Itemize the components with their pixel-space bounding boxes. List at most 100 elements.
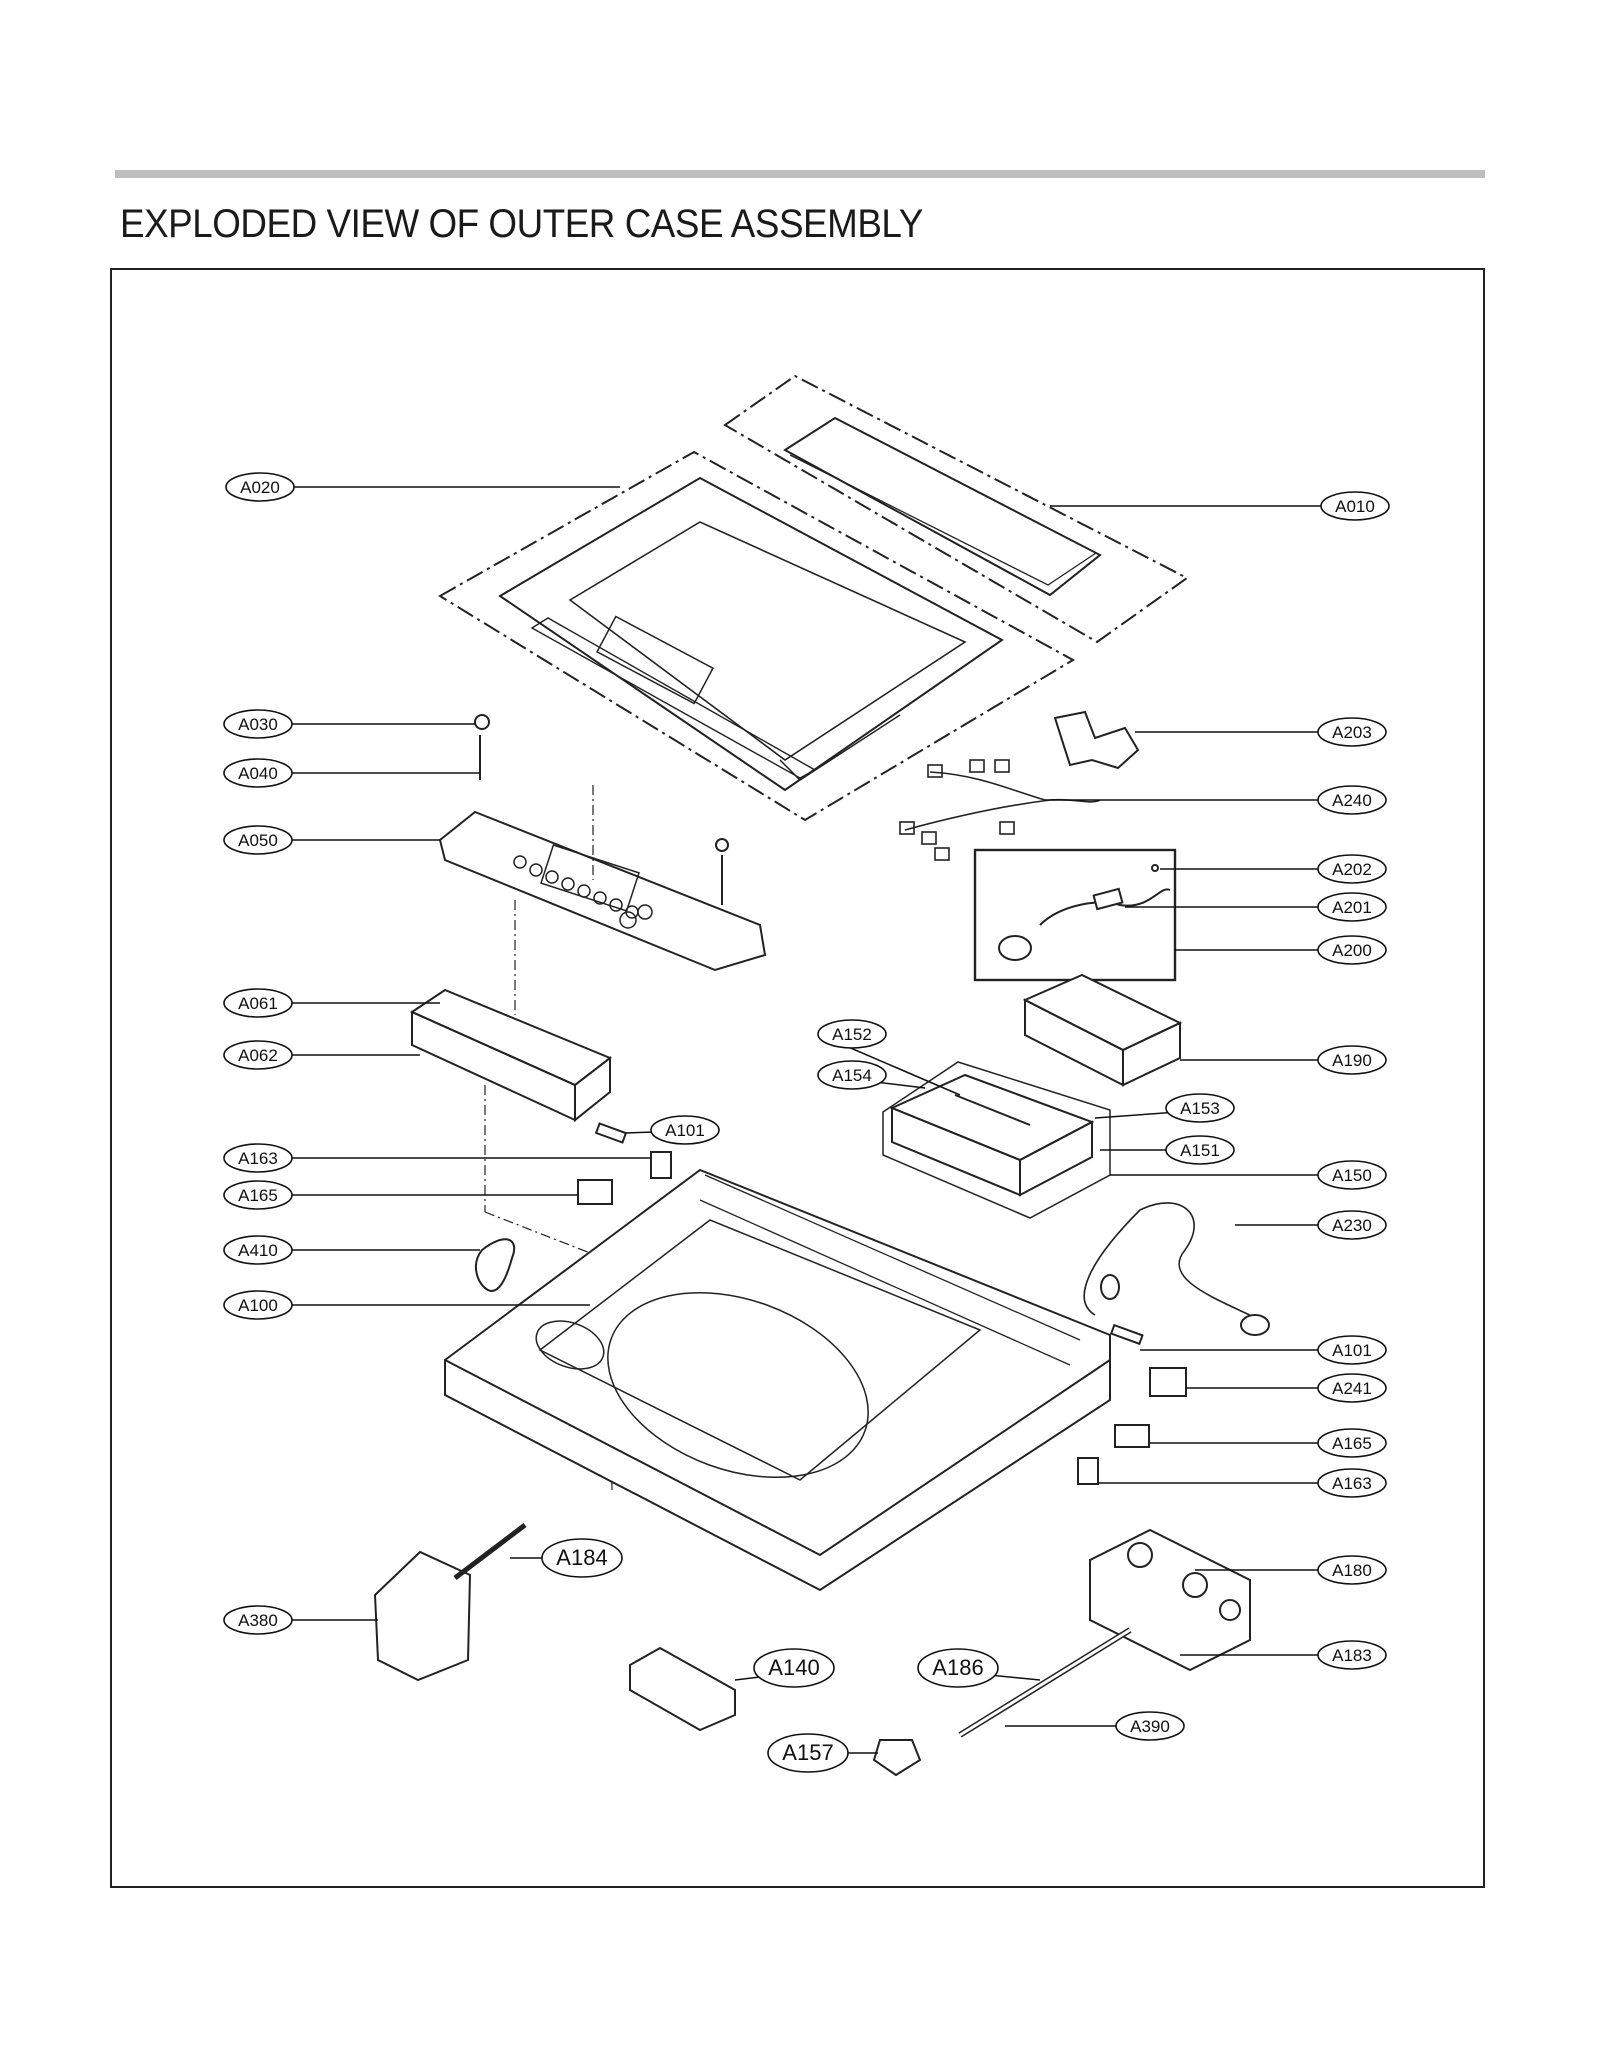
callout-label: A150 (1332, 1166, 1372, 1185)
page-title: EXPLODED VIEW OF OUTER CASE ASSEMBLY (120, 202, 923, 246)
callout-a101a: A101 (650, 1115, 720, 1145)
callout-a410: A410 (223, 1235, 293, 1265)
callout-a101b: A101 (1317, 1335, 1387, 1365)
callout-label: A163 (1332, 1474, 1372, 1493)
callout-label: A101 (665, 1121, 705, 1140)
callout-label: A190 (1332, 1051, 1372, 1070)
callout-label: A380 (238, 1611, 278, 1630)
callout-label: A410 (238, 1241, 278, 1260)
callout-oval (223, 1040, 293, 1070)
callout-oval (650, 1115, 720, 1145)
clip-drawing (1053, 710, 1140, 770)
callout-label: A183 (1332, 1646, 1372, 1665)
callout-oval (225, 472, 295, 502)
callout-a240: A240 (1317, 785, 1387, 815)
callout-oval (1317, 1335, 1387, 1365)
callout-a186: A186 (917, 1648, 999, 1688)
callout-a140: A140 (753, 1648, 835, 1688)
callout-oval (1317, 1160, 1387, 1190)
callout-a061: A061 (223, 988, 293, 1018)
callout-label: A101 (1332, 1341, 1372, 1360)
callout-a157: A157 (767, 1733, 849, 1773)
callout-label: A154 (832, 1066, 872, 1085)
callout-oval (1165, 1135, 1235, 1165)
callout-oval (1317, 1555, 1387, 1585)
callout-oval (1317, 785, 1387, 815)
callout-oval (223, 825, 293, 855)
callout-oval (1317, 1045, 1387, 1075)
callout-oval (1317, 1428, 1387, 1458)
callout-a202: A202 (1317, 854, 1387, 884)
callout-a230: A230 (1317, 1210, 1387, 1240)
callout-a184: A184 (541, 1538, 623, 1578)
callout-a100: A100 (223, 1290, 293, 1320)
callout-label: A157 (782, 1740, 833, 1765)
callout-a163a: A163 (223, 1143, 293, 1173)
callout-a183: A183 (1317, 1640, 1387, 1670)
callout-a151: A151 (1165, 1135, 1235, 1165)
callout-label: A030 (238, 715, 278, 734)
pressure-switch-box (973, 848, 1177, 982)
plug-drawing (1240, 1314, 1270, 1336)
callout-a153: A153 (1165, 1093, 1235, 1123)
tub-cover-drawing (444, 1168, 1111, 1592)
callout-oval (1165, 1093, 1235, 1123)
module-drawing (1149, 1367, 1187, 1397)
callout-oval (1317, 1373, 1387, 1403)
power-cord-drawing (1083, 1202, 1261, 1321)
dispenser-drawing (889, 1073, 1095, 1197)
callout-label: A151 (1180, 1141, 1220, 1160)
callout-label: A050 (238, 831, 278, 850)
callout-oval (1317, 1468, 1387, 1498)
callout-label: A010 (1335, 497, 1375, 516)
lid-assembly-drawing (438, 450, 1076, 822)
pump-cover-drawing (373, 1550, 472, 1682)
callout-oval (541, 1538, 623, 1578)
sensor-cover-drawing-right (1109, 1323, 1144, 1346)
housing-drawing (1022, 973, 1183, 1087)
callout-label: A140 (768, 1655, 819, 1680)
bushing-drawing (1100, 1274, 1120, 1300)
callout-oval (767, 1733, 849, 1773)
callout-a040: A040 (223, 758, 293, 788)
callout-oval (1317, 1210, 1387, 1240)
callout-a154: A154 (817, 1060, 887, 1090)
callout-label: A180 (1332, 1561, 1372, 1580)
callout-label: A240 (1332, 791, 1372, 810)
callout-a165b: A165 (1317, 1428, 1387, 1458)
tube-drawing (453, 1523, 527, 1580)
callout-oval (817, 1019, 887, 1049)
callout-label: A241 (1332, 1379, 1372, 1398)
pressure-switch-drawing (998, 864, 1171, 961)
header-rule (115, 170, 1485, 178)
callout-a190: A190 (1317, 1045, 1387, 1075)
callout-label: A165 (238, 1186, 278, 1205)
lock-drawing-right (1077, 1457, 1099, 1485)
callout-label: A100 (238, 1296, 278, 1315)
callout-label: A040 (238, 764, 278, 783)
switch-drawing-right (1114, 1424, 1150, 1448)
callout-label: A184 (556, 1545, 607, 1570)
callout-oval (917, 1648, 999, 1688)
water-valve-drawing (1089, 1528, 1251, 1672)
callout-oval (1317, 935, 1387, 965)
top-panel-drawing (723, 374, 1189, 644)
callout-label: A186 (932, 1655, 983, 1680)
callout-oval (753, 1648, 835, 1688)
gasket-drawing (474, 1238, 516, 1292)
callout-oval (223, 758, 293, 788)
diagram-frame (110, 268, 1485, 1888)
harness-drawing (899, 759, 1101, 861)
callout-a050: A050 (223, 825, 293, 855)
callout-oval (1317, 1640, 1387, 1670)
callout-label: A153 (1180, 1099, 1220, 1118)
control-panel-drawing (438, 714, 767, 972)
callout-oval (223, 1605, 293, 1635)
callout-label: A061 (238, 994, 278, 1013)
callout-a030: A030 (223, 709, 293, 739)
callout-a203: A203 (1317, 717, 1387, 747)
callout-a165a: A165 (223, 1180, 293, 1210)
callout-a062: A062 (223, 1040, 293, 1070)
callout-oval (817, 1060, 887, 1090)
